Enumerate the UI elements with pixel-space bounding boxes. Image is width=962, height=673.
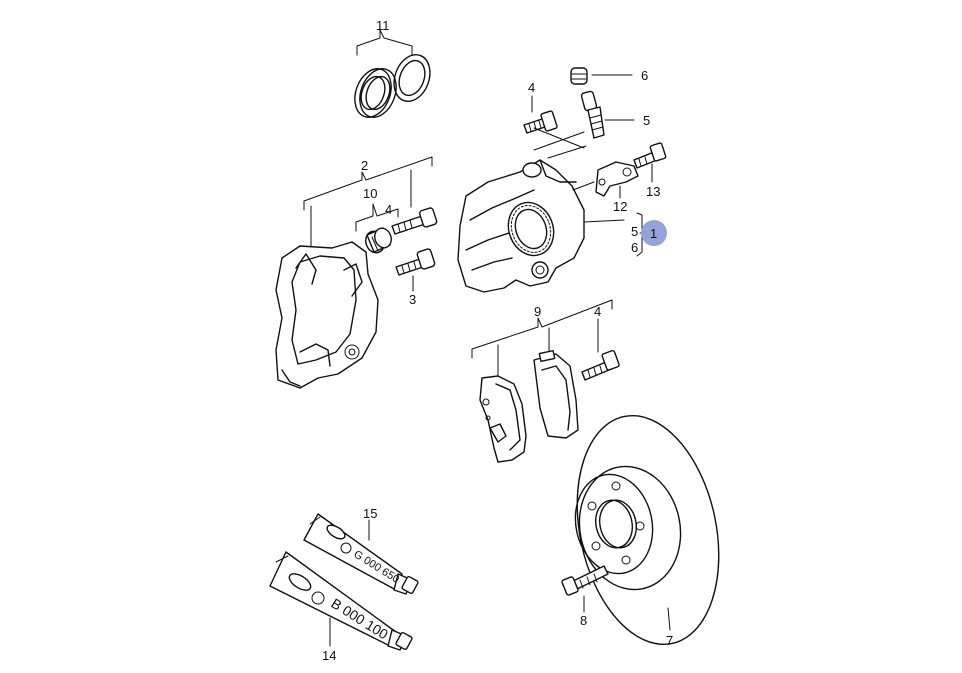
blue-circle-marker-icon[interactable]	[641, 220, 667, 246]
callout-4-pads: 4	[594, 304, 601, 319]
callout-6-right: 6	[631, 240, 638, 255]
brake-disc-part-7[interactable]	[557, 402, 738, 657]
callout-bracket-9	[471, 299, 613, 377]
callout-14: 14	[322, 648, 336, 663]
callout-12: 12	[613, 199, 627, 214]
callout-4-top: 4	[528, 80, 535, 95]
callout-11: 11	[376, 18, 390, 33]
callout-2: 2	[361, 158, 368, 173]
dust-cap-part-6[interactable]	[570, 67, 633, 85]
bolt-part-3[interactable]	[395, 248, 436, 292]
guide-sleeve-part-10[interactable]	[363, 226, 394, 256]
callout-9: 9	[534, 304, 541, 319]
bolt-part-4-pads[interactable]	[581, 318, 620, 381]
callout-8: 8	[580, 613, 587, 628]
caliper-carrier-part-2[interactable]	[275, 241, 379, 389]
caliper-housing-part-1[interactable]	[457, 127, 625, 293]
callout-5-right: 5	[631, 224, 638, 239]
callout-10: 10	[363, 186, 377, 201]
wheel-bolt-part-8[interactable]	[561, 565, 609, 613]
callout-3: 3	[409, 292, 416, 307]
callout-4-left: 4	[385, 202, 392, 217]
guide-pin-part-4-left[interactable]	[391, 207, 438, 235]
callout-7: 7	[666, 633, 673, 648]
callout-brackets-left	[303, 156, 433, 251]
bolt-part-13[interactable]	[633, 142, 667, 183]
bleeder-valve-part-5[interactable]	[580, 90, 635, 139]
callout-1: 1	[650, 226, 657, 241]
callout-5-top: 5	[643, 113, 650, 128]
callout-6: 6	[641, 68, 648, 83]
bracket-part-12[interactable]	[595, 161, 639, 199]
brake-pads-part-9[interactable]	[479, 349, 579, 463]
callout-13: 13	[646, 184, 660, 199]
seal-kit-part-11[interactable]	[348, 29, 436, 122]
callout-15: 15	[363, 506, 377, 521]
bolt-part-4-top[interactable]	[523, 95, 558, 134]
